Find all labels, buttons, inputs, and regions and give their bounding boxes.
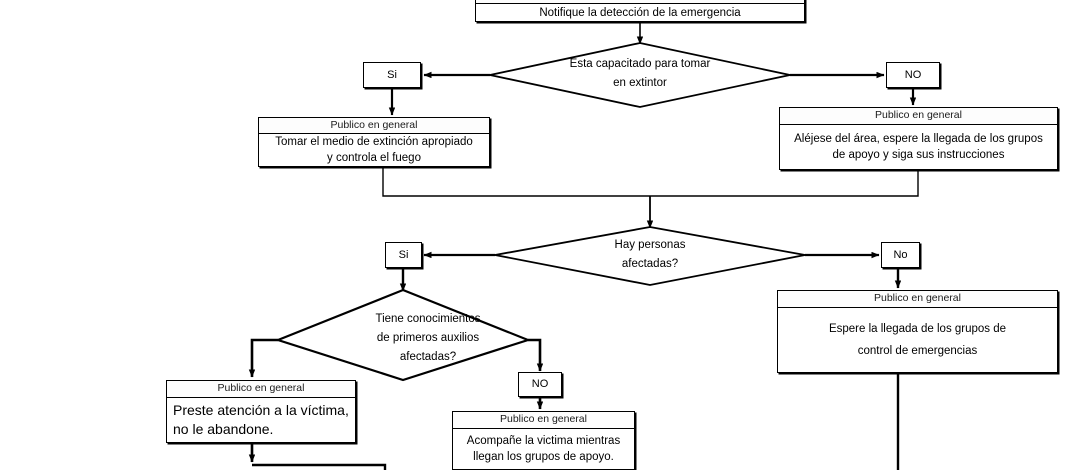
action-extinguir-line2: y controla el fuego [327,152,421,164]
action-alejarse-line1: Aléjese del área, espere la llegada de l… [794,133,1043,145]
label-box-no-extintor[interactable]: NO [886,62,940,88]
node-notify-emergency[interactable]: Publico en general Notifique la detecció… [475,0,805,22]
action-extinguir-line1: Tomar el medio de extinción apropiado [275,136,473,148]
acompane-text: Acompañe la victima mientras llegan los … [453,429,634,469]
preste-atencion-header: Publico en general [167,381,355,398]
acompane-header: Publico en general [453,412,634,429]
action-alejarse-header: Publico en general [780,108,1057,125]
connector-merge-right [650,170,919,197]
label-box-si-afectadas[interactable]: Si [385,242,422,268]
no-afectadas-text: No [893,248,908,261]
action-extinguir-text: Tomar el medio de extinción apropiado y … [259,134,489,166]
label-box-no-afectadas[interactable]: No [881,242,920,268]
node-action-preste-atencion[interactable]: Publico en general Preste atención a la … [166,380,356,443]
decision-primeros-auxilios-shape [274,288,532,382]
node-action-alejarse[interactable]: Publico en general Aléjese del área, esp… [779,107,1058,170]
node-action-espere[interactable]: Publico en general Espere la llegada de … [777,290,1058,373]
decision-extintor-shape [489,42,791,108]
label-box-no-auxilios[interactable]: NO [518,372,562,397]
label-box-si-extintor[interactable]: Si [363,62,421,88]
node-action-extinguir[interactable]: Publico en general Tomar el medio de ext… [258,117,490,167]
connector-merge-left [382,167,650,197]
action-alejarse-line2: de apoyo y siga sus instrucciones [832,149,1005,161]
action-espere-line1: Espere la llegada de los grupos de [828,323,1007,335]
preste-atencion-line1: Preste atención a la víctima, [173,402,349,418]
node-action-acompane[interactable]: Publico en general Acompañe la victima m… [452,411,635,470]
preste-atencion-text: Preste atención a la víctima, no le aban… [167,398,355,442]
notify-box-text: Notifique la detección de la emergencia [539,6,741,19]
no-extintor-text: NO [904,68,922,81]
decision-afectadas-shape [494,226,806,286]
acompane-line1: Acompañe la victima mientras [466,435,621,447]
si-afectadas-text: Si [398,248,409,261]
connector-decision3-to-preste [248,338,278,378]
notify-box-header: Publico en general [476,0,804,4]
preste-atencion-line2: no le abandone. [173,421,274,437]
action-extinguir-header: Publico en general [259,118,489,134]
action-espere-line2: control de emergencias [857,345,978,357]
no-auxilios-text: NO [531,378,549,390]
action-espere-header: Publico en general [778,291,1057,308]
acompane-line2: llegan los grupos de apoyo. [473,451,614,463]
si-extintor-text: Si [387,68,397,81]
action-alejarse-text: Aléjese del área, espere la llegada de l… [780,125,1057,169]
connector-preste-bottom-rail [252,463,387,470]
connector-decision3-to-no [528,338,544,372]
action-espere-text: Espere la llegada de los grupos de contr… [778,308,1057,372]
